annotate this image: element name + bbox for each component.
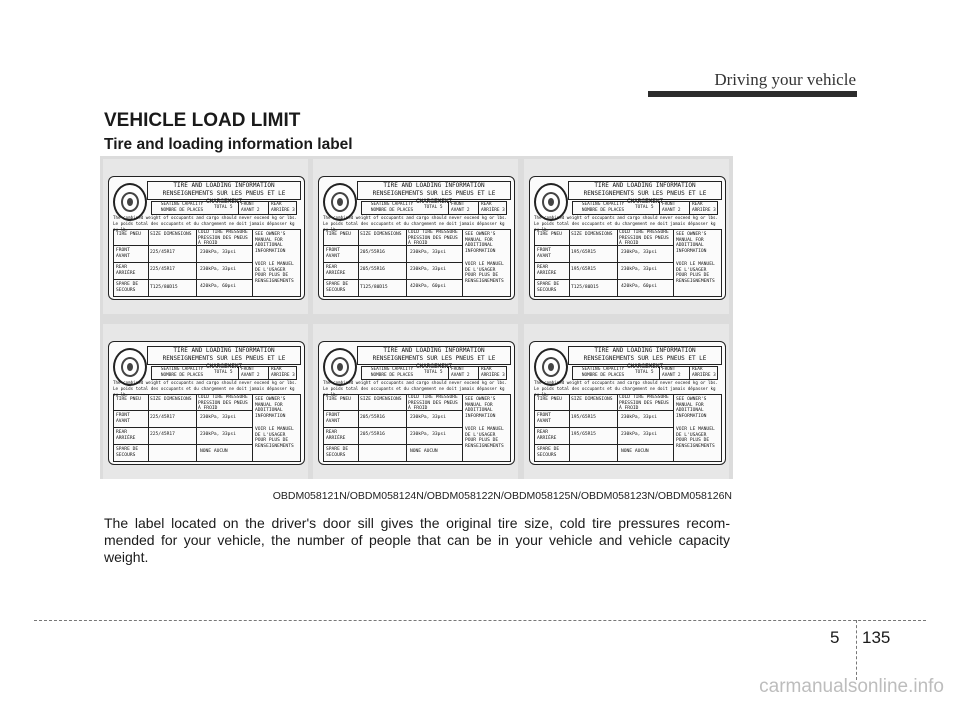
tire-pressure-table: TIRE PNEU SIZE DIMENSIONS COLD TIRE PRES… bbox=[113, 229, 301, 297]
tire-label-panel: TIRE AND LOADING INFORMATION RENSEIGNEME… bbox=[313, 159, 518, 314]
subsection-title: Tire and loading information label bbox=[104, 136, 353, 153]
tire-icon bbox=[323, 183, 357, 221]
label-heading: TIRE AND LOADING INFORMATION RENSEIGNEME… bbox=[147, 181, 301, 205]
label-heading: TIRE AND LOADING INFORMATION RENSEIGNEME… bbox=[568, 181, 722, 205]
tire-loading-label: TIRE AND LOADING INFORMATION RENSEIGNEME… bbox=[318, 341, 515, 465]
tire-loading-label: TIRE AND LOADING INFORMATION RENSEIGNEME… bbox=[108, 341, 305, 465]
watermark: carmanualsonline.info bbox=[759, 676, 944, 697]
tire-label-panel: TIRE AND LOADING INFORMATION RENSEIGNEME… bbox=[313, 324, 518, 479]
header-bar bbox=[648, 91, 857, 97]
footer-separator bbox=[856, 620, 857, 680]
tire-pressure-table: TIRE PNEU SIZE DIMENSIONS COLD TIRE PRES… bbox=[534, 229, 722, 297]
figure-caption: OBDM058121N/OBDM058124N/OBDM058122N/OBDM… bbox=[272, 490, 732, 502]
tire-label-panel: TIRE AND LOADING INFORMATION RENSEIGNEME… bbox=[524, 159, 729, 314]
chapter-number: 5 bbox=[830, 628, 840, 647]
tire-loading-label: TIRE AND LOADING INFORMATION RENSEIGNEME… bbox=[108, 176, 305, 300]
body-paragraph: The label located on the driver's door s… bbox=[104, 515, 730, 565]
page-number: 135 bbox=[862, 628, 891, 647]
tire-icon bbox=[113, 348, 147, 386]
tire-pressure-table: TIRE PNEU SIZE DIMENSIONS COLD TIRE PRES… bbox=[323, 229, 511, 297]
tire-pressure-table: TIRE PNEU SIZE DIMENSIONS COLD TIRE PRES… bbox=[534, 394, 722, 462]
label-heading: TIRE AND LOADING INFORMATION RENSEIGNEME… bbox=[147, 346, 301, 370]
tire-icon bbox=[323, 348, 357, 386]
label-heading: TIRE AND LOADING INFORMATION RENSEIGNEME… bbox=[568, 346, 722, 370]
tire-loading-label: TIRE AND LOADING INFORMATION RENSEIGNEME… bbox=[529, 341, 726, 465]
tire-icon bbox=[534, 348, 568, 386]
tire-label-panel: TIRE AND LOADING INFORMATION RENSEIGNEME… bbox=[103, 159, 308, 314]
tire-pressure-table: TIRE PNEU SIZE DIMENSIONS COLD TIRE PRES… bbox=[323, 394, 511, 462]
label-heading: TIRE AND LOADING INFORMATION RENSEIGNEME… bbox=[357, 346, 511, 370]
tire-label-figure: TIRE AND LOADING INFORMATION RENSEIGNEME… bbox=[100, 156, 733, 479]
tire-pressure-table: TIRE PNEU SIZE DIMENSIONS COLD TIRE PRES… bbox=[113, 394, 301, 462]
section-title: VEHICLE LOAD LIMIT bbox=[104, 110, 301, 131]
tire-icon bbox=[534, 183, 568, 221]
running-header-title: Driving your vehicle bbox=[714, 70, 856, 89]
tire-icon bbox=[113, 183, 147, 221]
tire-label-panel: TIRE AND LOADING INFORMATION RENSEIGNEME… bbox=[103, 324, 308, 479]
tire-loading-label: TIRE AND LOADING INFORMATION RENSEIGNEME… bbox=[318, 176, 515, 300]
tire-loading-label: TIRE AND LOADING INFORMATION RENSEIGNEME… bbox=[529, 176, 726, 300]
label-heading: TIRE AND LOADING INFORMATION RENSEIGNEME… bbox=[357, 181, 511, 205]
tire-label-panel: TIRE AND LOADING INFORMATION RENSEIGNEME… bbox=[524, 324, 729, 479]
footer-rule bbox=[34, 620, 926, 621]
